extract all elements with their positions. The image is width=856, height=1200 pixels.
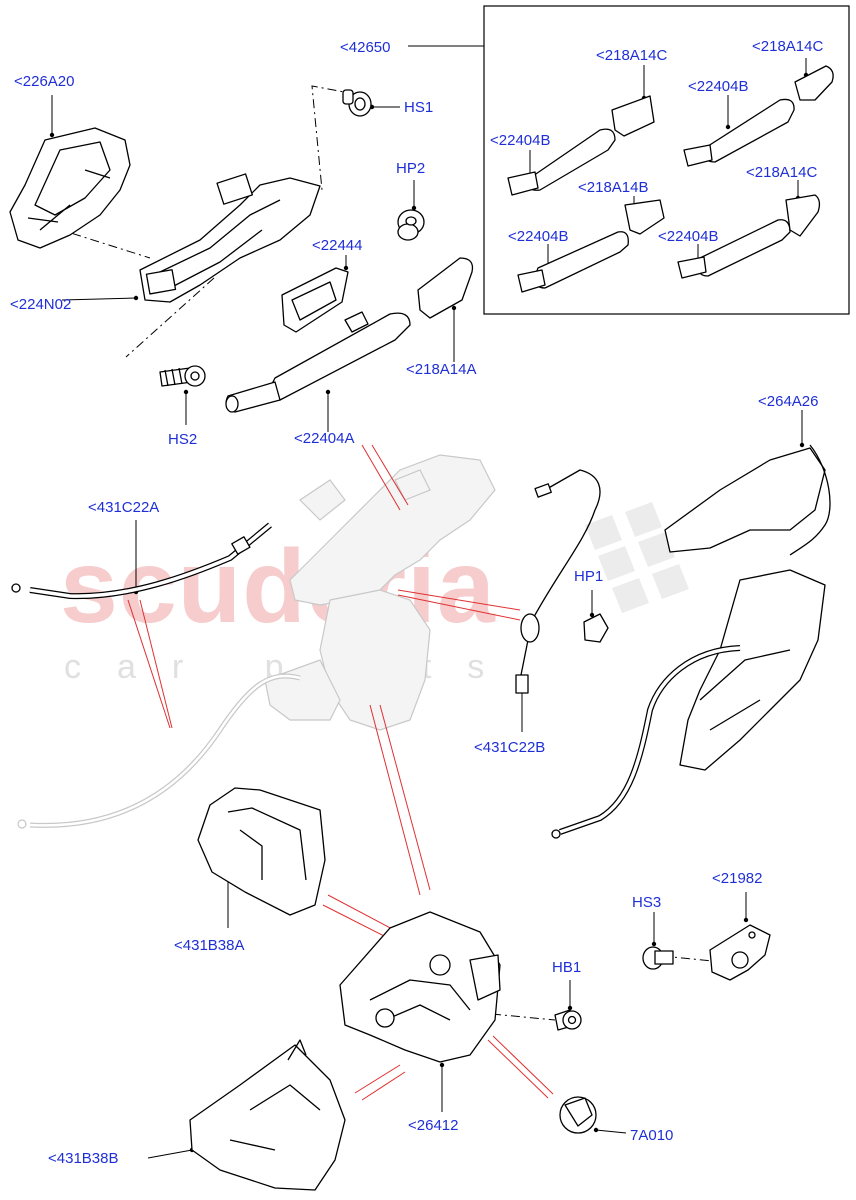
callout-HS3: HS3 (632, 894, 662, 911)
watermark-flag (585, 502, 689, 613)
latch-264A26 (664, 447, 826, 771)
callout-264A26: <264A26 (758, 393, 819, 410)
kit-handle-2 (683, 98, 795, 167)
plug-HP1 (583, 613, 609, 643)
callout-218A14C-3: <218A14C (746, 164, 818, 181)
ghost-cable-inner (29, 674, 301, 827)
cover-431B38A (197, 787, 326, 916)
bracket-226A20 (9, 127, 131, 249)
grommet-HS1 (342, 89, 372, 117)
cable-431C22B (519, 469, 601, 681)
latch-26412 (339, 911, 501, 1063)
kit-handle-3 (517, 231, 629, 293)
frame-224N02 (139, 177, 321, 303)
bolt-HB1 (554, 1009, 582, 1031)
callout-21982: <21982 (712, 870, 763, 887)
cap-218A14A (417, 257, 474, 319)
callout-26412: <26412 (408, 1117, 459, 1134)
callout-431B38B: <431B38B (48, 1150, 119, 1167)
callout-HS1: HS1 (404, 99, 434, 116)
callout-22404B-1: <22404B (490, 132, 551, 149)
kit-cap-2 (794, 65, 834, 101)
callout-22404B-4: <22404B (658, 228, 719, 245)
screw-HS2 (159, 365, 206, 387)
callout-HP1: HP1 (574, 568, 604, 585)
callout-42650: <42650 (340, 39, 391, 56)
callout-7A010: 7A010 (630, 1127, 674, 1144)
red-leaders (127, 444, 554, 1101)
plug-HP2 (397, 209, 425, 241)
callout-22404B-3: <22404B (508, 228, 569, 245)
callout-218A14B: <218A14B (578, 179, 649, 196)
kit-handle-4 (677, 219, 791, 279)
kit-box (483, 5, 850, 315)
striker-21982 (709, 924, 771, 981)
kit-cap-4 (785, 194, 821, 237)
kit-cap-1 (611, 95, 655, 137)
callout-HB1: HB1 (552, 959, 582, 976)
callout-431B38A: <431B38A (174, 937, 245, 954)
callout-218A14C-1: <218A14C (596, 47, 668, 64)
callout-431C22A: <431C22A (88, 499, 160, 516)
callout-226A20: <226A20 (14, 73, 75, 90)
handle-22404A (225, 311, 411, 413)
callout-HP2: HP2 (396, 160, 426, 177)
disc-7A010 (559, 1096, 597, 1134)
plate-22444 (281, 267, 349, 333)
callout-HS2: HS2 (168, 431, 198, 448)
callout-218A14C-2: <218A14C (752, 38, 824, 55)
callout-431C22B: <431C22B (474, 739, 546, 756)
callout-22404A: <22404A (294, 430, 355, 447)
bolt-HS3 (642, 946, 674, 970)
kit-cap-3 (624, 199, 665, 235)
callout-218A14A: <218A14A (406, 361, 477, 378)
kit-handle-1 (507, 128, 616, 196)
ghost-assembly (264, 454, 496, 731)
callout-224N02: <224N02 (10, 296, 72, 313)
callout-22444: <22444 (312, 237, 363, 254)
leader-lines (51, 45, 807, 1159)
callout-22404B-2: <22404B (688, 78, 749, 95)
cover-431B38B (189, 1039, 346, 1191)
